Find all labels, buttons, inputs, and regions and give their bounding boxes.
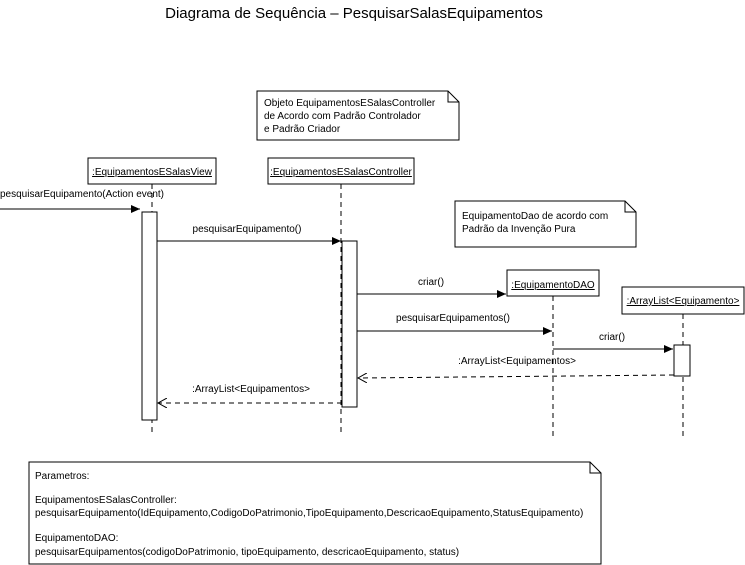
lifeline-controller: :EquipamentosESalasController <box>267 157 415 432</box>
message-m1: pesquisarEquipamento(Action event) <box>0 189 164 213</box>
view-object-label: :EquipamentosESalasView <box>92 167 213 178</box>
lifeline-arraylist: :ArrayList<Equipamento> <box>621 286 745 437</box>
controller-note-line-2: de Acordo com Padrão Controlador <box>264 111 421 122</box>
controller-note-line-3: e Padrão Criador <box>264 124 341 135</box>
message-m3-label: criar() <box>418 277 444 288</box>
message-m5: criar() <box>553 332 673 353</box>
message-m4-label: pesquisarEquipamentos() <box>396 313 510 324</box>
parameters-note: Parametros: EquipamentosESalasController… <box>28 461 602 565</box>
message-m6-arrow <box>358 375 675 378</box>
diagram-title: Diagrama de Sequência – PesquisarSalasEq… <box>165 5 543 22</box>
message-m6: :ArrayList<Equipamentos> <box>358 356 675 378</box>
parameters-note-line-4: pesquisarEquipamento(IdEquipamento,Codig… <box>35 508 583 519</box>
parameters-note-line-1: Parametros: <box>35 471 89 482</box>
parameters-note-line-7: pesquisarEquipamentos(codigoDoPatrimonio… <box>35 547 459 558</box>
message-m4: pesquisarEquipamentos() <box>357 313 552 335</box>
view-object-box <box>87 157 217 185</box>
message-m7: :ArrayList<Equipamentos> <box>158 384 342 403</box>
message-m1-label: pesquisarEquipamento(Action event) <box>0 189 164 200</box>
message-m2: pesquisarEquipamento() <box>157 224 341 245</box>
message-m3: criar() <box>357 277 506 298</box>
arraylist-activation <box>673 344 691 377</box>
controller-activation <box>341 240 358 408</box>
arraylist-object-label: :ArrayList<Equipamento> <box>627 296 740 307</box>
parameters-note-line-6: EquipamentoDAO: <box>35 533 118 544</box>
message-m5-label: criar() <box>599 332 625 343</box>
controller-note: Objeto EquipamentosESalasController de A… <box>256 90 460 141</box>
controller-object-label: :EquipamentosESalasController <box>270 167 412 178</box>
dao-note: EquipamentoDao de acordo com Padrão da I… <box>454 200 637 248</box>
dao-note-line-2: Padrão da Invenção Pura <box>462 224 576 235</box>
controller-object-box <box>267 157 415 185</box>
message-m6-label: :ArrayList<Equipamentos> <box>458 356 576 367</box>
lifeline-dao: :EquipamentoDAO <box>506 269 600 437</box>
message-m2-label: pesquisarEquipamento() <box>193 224 302 235</box>
message-m7-label: :ArrayList<Equipamentos> <box>192 384 310 395</box>
lifeline-view: :EquipamentosESalasView <box>87 157 217 432</box>
dao-object-box <box>506 269 600 297</box>
arraylist-object-box <box>621 286 745 315</box>
parameters-note-line-3: EquipamentosESalasController: <box>35 495 177 506</box>
dao-object-label: :EquipamentoDAO <box>511 280 595 291</box>
controller-note-line-1: Objeto EquipamentosESalasController <box>264 98 436 109</box>
view-activation <box>141 211 158 421</box>
dao-note-line-1: EquipamentoDao de acordo com <box>462 211 608 222</box>
